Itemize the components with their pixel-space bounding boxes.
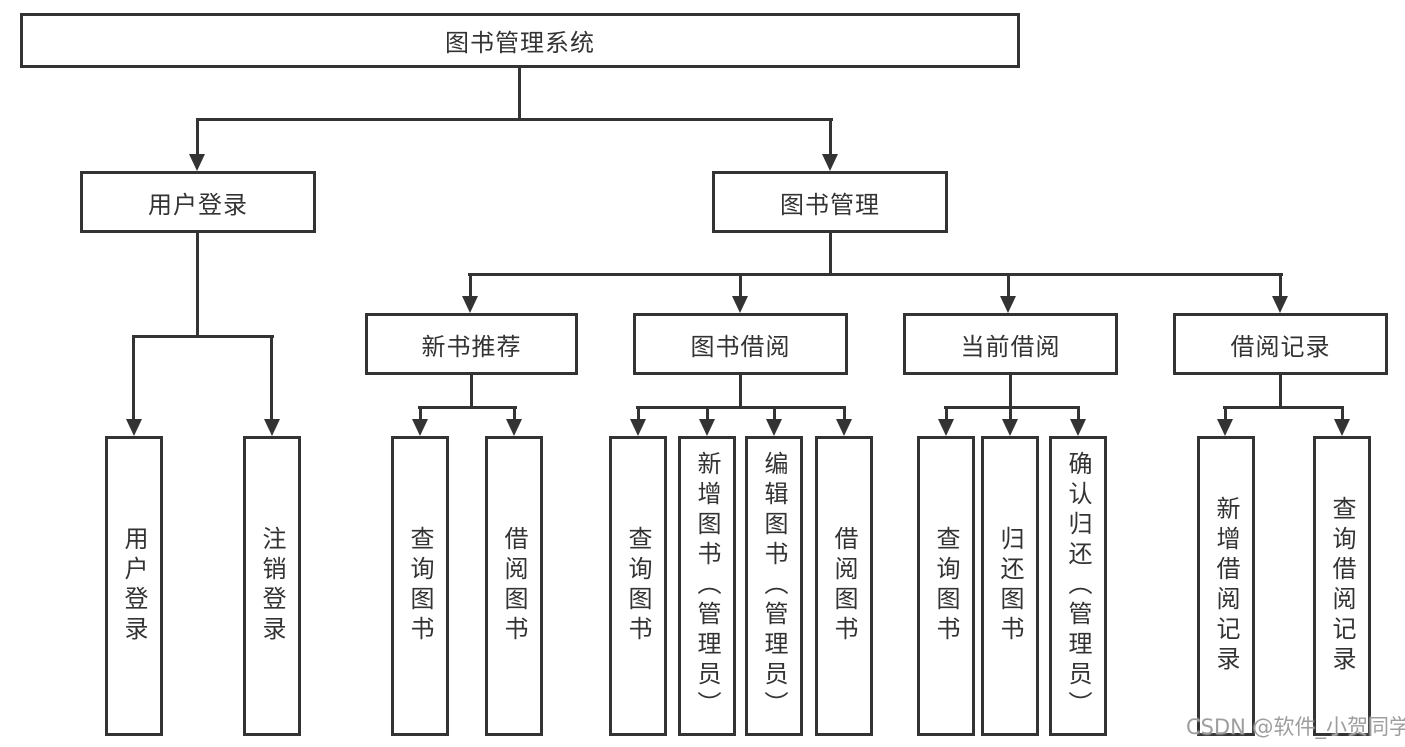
leaf-return-book: 归还图书 [981,436,1039,736]
leaf-logout: 注销登录 [243,436,301,736]
leaf-user-login-label: 用户登录 [120,526,148,646]
connector-line [132,335,135,422]
connector-line [1224,406,1227,422]
arrow-down-icon [506,419,522,436]
connector-line [843,406,846,422]
connector-line [469,273,472,301]
connector-line [1009,406,1012,422]
node-book-management: 图书管理 [712,171,948,233]
arrow-down-icon [1334,419,1350,436]
arrow-down-icon [462,296,478,313]
arrow-down-icon [264,419,280,436]
connector-line [196,233,199,338]
arrow-down-icon [822,154,838,171]
node-borrow-records-label: 借阅记录 [1230,332,1331,361]
connector-line [1279,375,1282,409]
connector-line [706,406,709,422]
node-current-borrow-label: 当前借阅 [960,332,1061,361]
connector-line [1009,375,1012,409]
arrow-down-icon [1002,419,1018,436]
leaf-query-borrow-record: 查询借阅记录 [1313,436,1371,736]
node-root: 图书管理系统 [20,13,1020,68]
leaf-confirm-return-admin: 确认归还（管理员） [1049,436,1107,736]
leaf-add-borrow-record-label: 新增借阅记录 [1212,496,1240,676]
arrow-down-icon [630,419,646,436]
connector-line [419,406,422,422]
arrow-down-icon [126,419,142,436]
leaf-query-book-current-label: 查询图书 [932,526,960,646]
arrow-down-icon [766,419,782,436]
connector-line [468,273,1283,276]
leaf-add-borrow-record: 新增借阅记录 [1197,436,1255,736]
arrow-down-icon [938,419,954,436]
connector-line [418,406,517,409]
node-new-book-recommend-label: 新书推荐 [421,332,522,361]
node-root-label: 图书管理系统 [445,29,595,57]
connector-line [270,335,273,422]
connector-line [132,335,274,338]
connector-line [739,273,742,301]
connector-line [196,118,199,157]
node-book-borrow: 图书借阅 [633,313,848,375]
connector-line [944,406,1080,409]
node-user-login: 用户登录 [80,171,316,233]
connector-line [739,375,742,409]
arrow-down-icon [189,154,205,171]
leaf-user-login: 用户登录 [105,436,163,736]
node-new-book-recommend: 新书推荐 [365,313,578,375]
connector-line [1223,406,1344,409]
arrow-down-icon [699,419,715,436]
connector-line [829,118,832,157]
arrow-down-icon [1272,296,1288,313]
arrow-down-icon [836,419,852,436]
leaf-query-book-current: 查询图书 [917,436,975,736]
leaf-query-borrow-record-label: 查询借阅记录 [1328,496,1356,676]
connector-line [513,406,516,422]
leaf-add-book-admin: 新增图书（管理员） [678,436,736,736]
node-user-login-label: 用户登录 [148,190,248,219]
arrow-down-icon [1000,296,1016,313]
node-borrow-records: 借阅记录 [1173,313,1388,375]
leaf-borrow-book-recommend: 借阅图书 [485,436,543,736]
connector-line [1007,273,1010,301]
connector-line [470,375,473,409]
csdn-watermark: CSDN @软件_小贺同学 [1186,715,1405,739]
connector-line [196,118,833,121]
connector-line [1341,406,1344,422]
connector-line [1279,273,1282,301]
connector-line [637,406,640,422]
leaf-logout-label: 注销登录 [258,526,286,646]
leaf-add-book-admin-label: 新增图书（管理员） [693,451,721,721]
arrow-down-icon [412,419,428,436]
node-book-management-label: 图书管理 [780,190,880,219]
leaf-query-book-borrow: 查询图书 [609,436,667,736]
connector-line [945,406,948,422]
leaf-edit-book-admin-label: 编辑图书（管理员） [760,451,788,721]
connector-line [1077,406,1080,422]
connector-line [773,406,776,422]
leaf-confirm-return-admin-label: 确认归还（管理员） [1064,451,1092,721]
leaf-query-book-recommend: 查询图书 [391,436,449,736]
leaf-edit-book-admin: 编辑图书（管理员） [745,436,803,736]
leaf-query-book-recommend-label: 查询图书 [406,526,434,646]
arrow-down-icon [1070,419,1086,436]
connector-line [518,68,521,121]
connector-line [829,233,832,276]
leaf-borrow-book-recommend-label: 借阅图书 [500,526,528,646]
leaf-query-book-borrow-label: 查询图书 [624,526,652,646]
connector-line [636,406,846,409]
node-current-borrow: 当前借阅 [903,313,1118,375]
leaf-return-book-label: 归还图书 [996,526,1024,646]
leaf-borrow-book-label: 借阅图书 [830,526,858,646]
arrow-down-icon [1217,419,1233,436]
leaf-borrow-book: 借阅图书 [815,436,873,736]
arrow-down-icon [732,296,748,313]
node-book-borrow-label: 图书借阅 [690,332,791,361]
